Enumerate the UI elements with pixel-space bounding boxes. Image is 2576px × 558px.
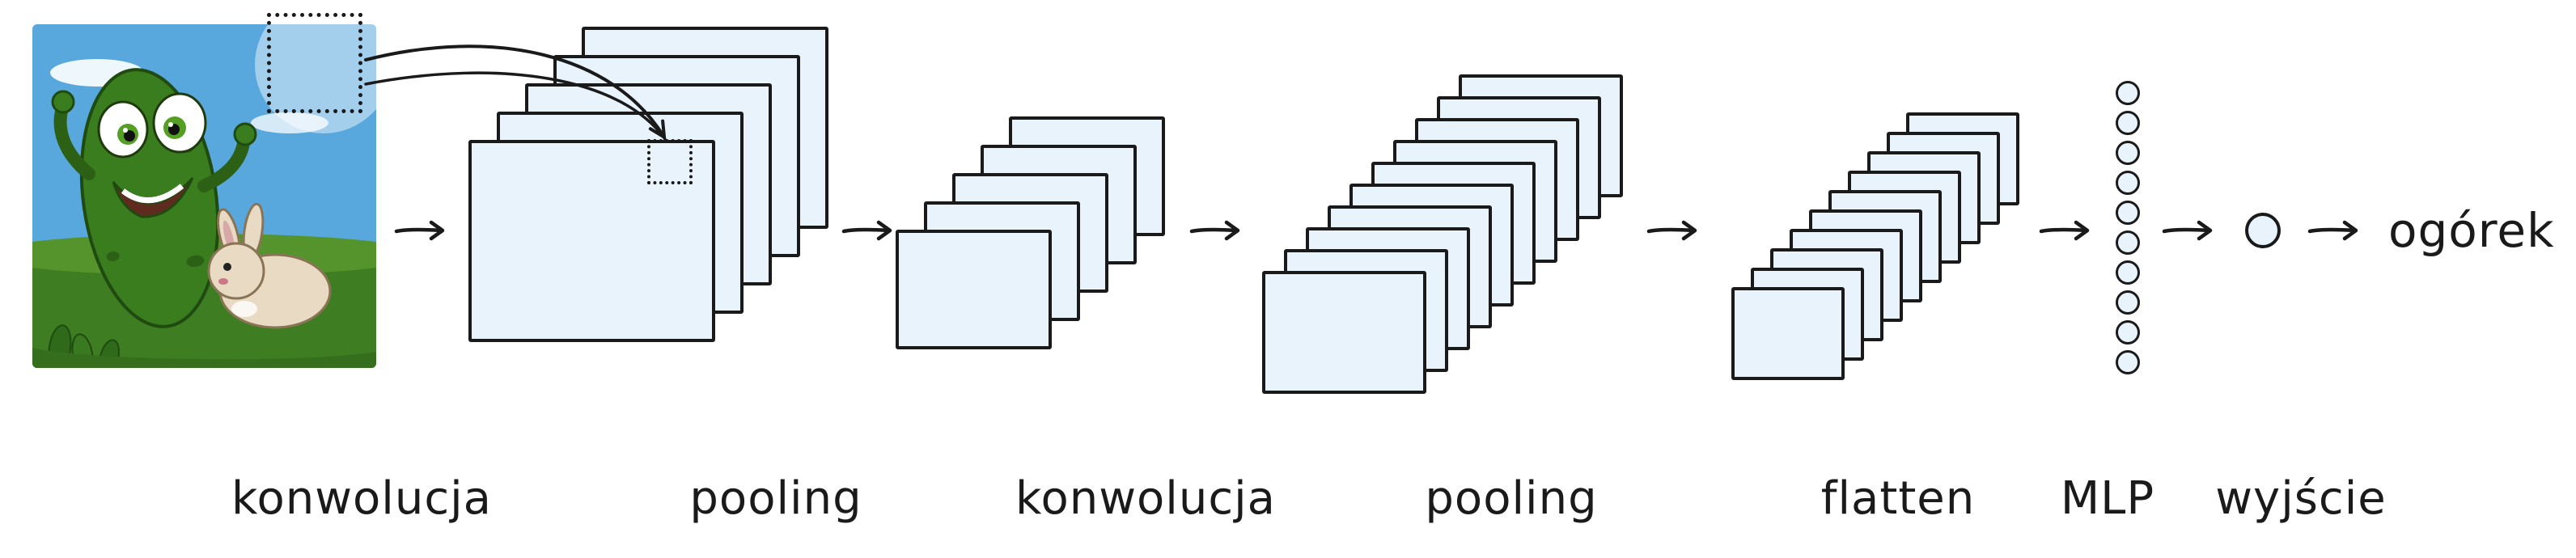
mlp-node [2116,201,2140,225]
arrow-right-icon [1646,216,1700,245]
cucumber-character [51,68,257,328]
arrow-right-icon [394,216,447,245]
mlp-node [2116,171,2140,195]
mlp-node-column [2116,81,2140,374]
patch-target-box [647,139,693,184]
arrow-right-icon [2039,216,2092,245]
receptive-field-box [267,13,362,113]
rabbit [207,202,332,329]
prediction-text: ogórek [2388,203,2555,258]
arrow-right-icon [1189,216,1243,245]
foreground-grass [32,348,376,368]
output-node [2245,213,2281,248]
pool2-feature-map-stack [1731,112,2019,380]
conv2-feature-map-stack [1262,74,1623,394]
arrow-right-icon [2307,216,2361,245]
arrow-right-icon [2162,216,2215,245]
cloud [251,112,328,133]
label-konwolucja-2: konwolucja [1015,472,1276,525]
conv1-feature-map-stack [468,27,828,342]
mlp-node [2116,260,2140,285]
arrow-right-icon [841,216,895,245]
mlp-node [2116,290,2140,315]
photo-illustration [32,24,376,368]
mlp-node [2116,350,2140,374]
label-konwolucja-1: konwolucja [231,472,492,525]
input-image [32,24,376,368]
label-mlp: MLP [2060,472,2155,525]
pool1-feature-map-stack [896,116,1165,349]
mlp-node [2116,230,2140,255]
mlp-node [2116,111,2140,135]
feature-map-sheet [1731,287,1845,380]
feature-map-sheet [896,230,1052,349]
label-pooling-2: pooling [1425,472,1598,525]
label-pooling-1: pooling [689,472,862,525]
label-wyjscie: wyjście [2215,472,2387,525]
feature-map-sheet [468,140,715,342]
mlp-node [2116,81,2140,105]
mlp-node [2116,141,2140,165]
sun-glow [255,24,376,133]
label-flatten: flatten [1820,472,1976,525]
feature-map-sheet [1262,271,1426,394]
mlp-node [2116,320,2140,345]
